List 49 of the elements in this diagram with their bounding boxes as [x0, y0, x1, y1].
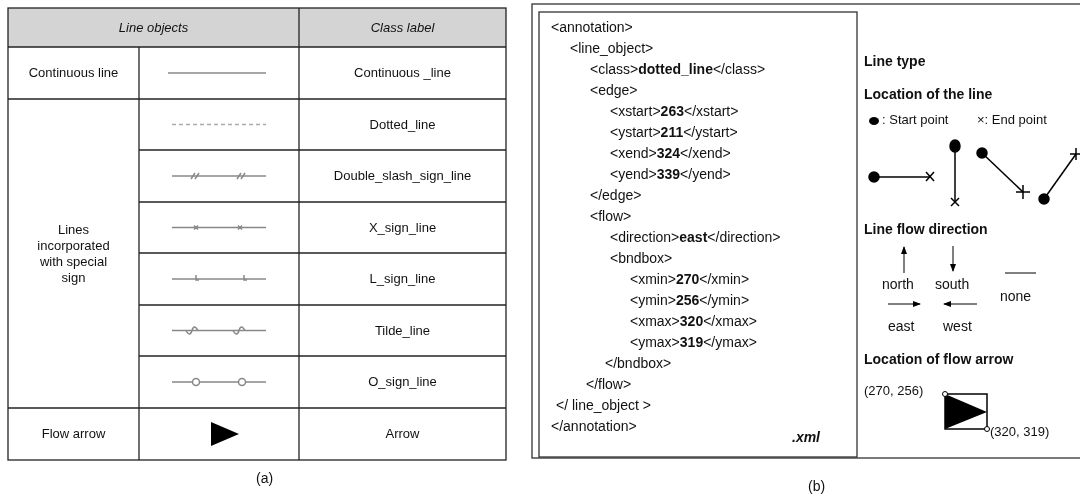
section-heading: Line flow direction	[864, 221, 988, 238]
direction-label: none	[1000, 288, 1032, 305]
column-header: Class label	[370, 19, 435, 36]
column-header: Line objects	[118, 19, 189, 36]
xml-code-line: </bndbox>	[605, 355, 672, 372]
xml-code-line: <ymax>319</ymax>	[630, 334, 757, 351]
xml-code-line: </flow>	[586, 376, 632, 393]
section-heading: Location of flow arrow	[864, 351, 1014, 368]
class-label: Arrow	[385, 426, 420, 442]
section-heading: Line type	[864, 53, 926, 70]
direction-label: east	[888, 318, 915, 335]
legend-text: ×: End point	[977, 112, 1047, 128]
xml-code-line: </edge>	[590, 187, 642, 204]
xml-code-line: </ line_object >	[556, 397, 651, 414]
xml-code-line: <ystart>211</ystart>	[610, 124, 738, 141]
xml-code-line: <direction>east</direction>	[610, 229, 781, 246]
row-label: Continuous line	[28, 65, 119, 81]
panel-caption: (a)	[256, 470, 274, 486]
class-label: Double_slash_sign_line	[333, 168, 472, 184]
xml-code-line: <xend>324</xend>	[610, 145, 731, 162]
xml-code-line: <xmin>270</xmin>	[630, 271, 750, 288]
direction-label: west	[943, 318, 972, 335]
class-label: Dotted_line	[369, 116, 436, 133]
xml-code-line: <class>dotted_line</class>	[590, 61, 766, 78]
class-label: Continuous _line	[354, 65, 451, 81]
coordinate-label: (320, 319)	[990, 424, 1050, 440]
direction-label: south	[935, 276, 970, 293]
xml-code-line: <xmax>320</xmax>	[630, 313, 757, 330]
xml-code-line: <yend>339</yend>	[610, 166, 731, 183]
xml-code-line: <flow>	[590, 208, 632, 225]
class-label: Tilde_line	[374, 322, 431, 339]
xml-code-line: <line_object>	[570, 40, 654, 57]
class-label: L_sign_line	[369, 271, 436, 287]
xml-code-line: <edge>	[590, 82, 638, 99]
coordinate-label: (270, 256)	[864, 383, 924, 399]
direction-label: north	[882, 276, 914, 293]
xml-code-line: <annotation>	[551, 19, 633, 36]
panel-caption: (b)	[808, 478, 826, 494]
row-label: Lines incorporated with special sign	[36, 221, 111, 286]
class-label: X_sign_line	[368, 219, 437, 236]
xml-code-line: </annotation>	[551, 418, 637, 435]
xml-code-line: <ymin>256</ymin>	[630, 292, 750, 309]
legend-text: : Start point	[882, 112, 949, 128]
row-label: Flow arrow	[41, 426, 106, 442]
xml-code-line: <xstart>263</xstart>	[610, 103, 739, 120]
section-heading: Location of the line	[864, 86, 993, 103]
file-extension: .xml	[792, 429, 820, 446]
class-label: O_sign_line	[368, 374, 437, 390]
xml-code-line: <bndbox>	[610, 250, 673, 267]
